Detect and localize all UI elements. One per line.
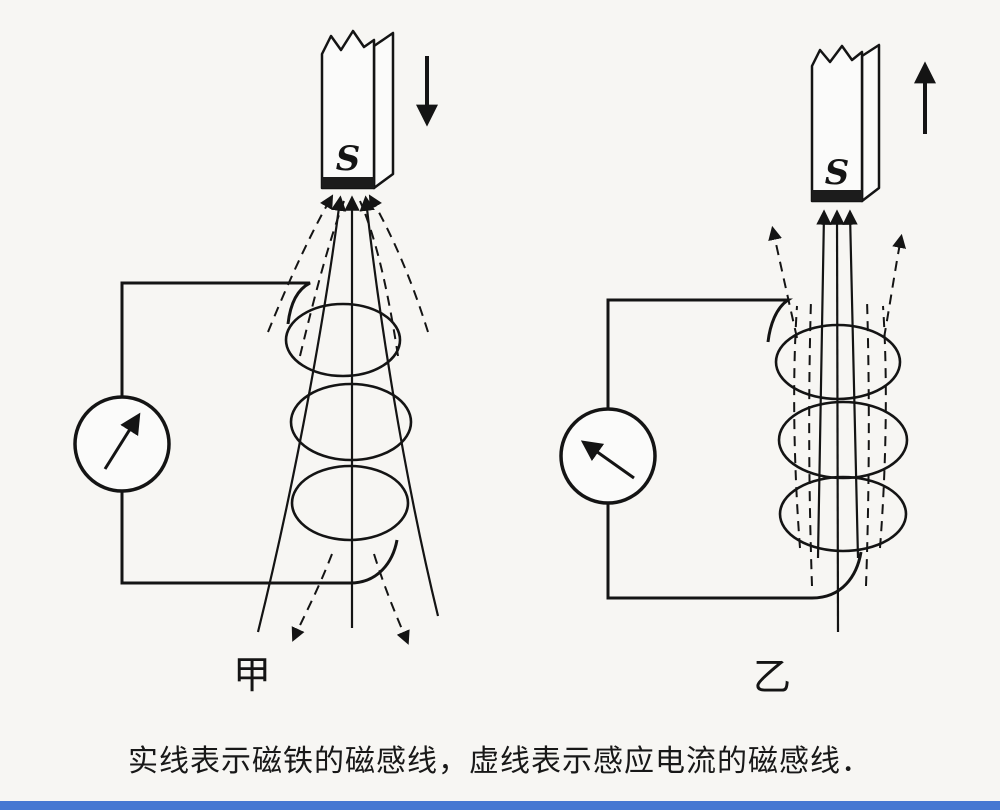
left-diagram-label: 甲 [233, 653, 271, 697]
wire [606, 504, 863, 600]
dashed-field-line [879, 305, 887, 549]
dashed-field-line [291, 553, 333, 642]
dashed-field-line [267, 194, 334, 333]
magnet-side-face [860, 43, 881, 203]
magnet-pole-band [812, 190, 862, 201]
dashed-field-line [373, 553, 410, 645]
right-circuit: S 乙 [559, 43, 936, 699]
right-coil [774, 323, 909, 553]
dashed-field-line [368, 194, 429, 333]
left-galvanometer [73, 395, 171, 493]
solid-field-line [359, 195, 440, 617]
dashed-field-line [793, 305, 801, 549]
right-diagram-label: 乙 [753, 655, 791, 699]
dashed-field-line [865, 299, 870, 587]
dashed-field-line [768, 225, 798, 339]
wire [606, 298, 793, 408]
solid-field-line [829, 209, 845, 633]
caption: 实线表示磁铁的磁感线，虚线表示感应电流的磁感线． [128, 744, 872, 779]
magnet-pole-band [322, 177, 374, 188]
right-galvanometer [559, 407, 657, 505]
coil-turn [290, 464, 410, 542]
solid-field-line [816, 209, 832, 559]
coil-turn [289, 382, 413, 462]
wire [120, 281, 311, 396]
coil-turn [777, 400, 909, 480]
solid-field-line [256, 195, 347, 633]
dashed-field-line [808, 299, 813, 587]
coil-turn [284, 302, 402, 378]
left-magnet-pole-label: S [336, 139, 361, 179]
magnet-side-face [372, 31, 395, 190]
bottom-accent-bar [0, 801, 1000, 810]
right-wires [606, 298, 863, 600]
galvanometer-needle-icon [103, 412, 141, 470]
left-magnet: S [320, 29, 395, 190]
right-magnet: S [810, 43, 881, 203]
right-magnet-pole-label: S [825, 153, 850, 193]
galvanometer-dial [559, 407, 657, 505]
right-solid-field-lines [816, 209, 860, 633]
solid-field-line [842, 209, 860, 559]
left-circuit: S 甲 [73, 29, 440, 697]
coil-turn [778, 475, 908, 553]
dashed-field-line [299, 200, 345, 357]
left-wires [120, 281, 399, 585]
dashed-field-line [883, 233, 907, 339]
wire [120, 492, 399, 585]
galvanometer-needle-icon [580, 440, 635, 480]
coil-turn [774, 323, 902, 401]
dashed-field-line [359, 200, 399, 357]
left-dashed-field-lines [267, 194, 429, 645]
left-coil [284, 302, 413, 542]
